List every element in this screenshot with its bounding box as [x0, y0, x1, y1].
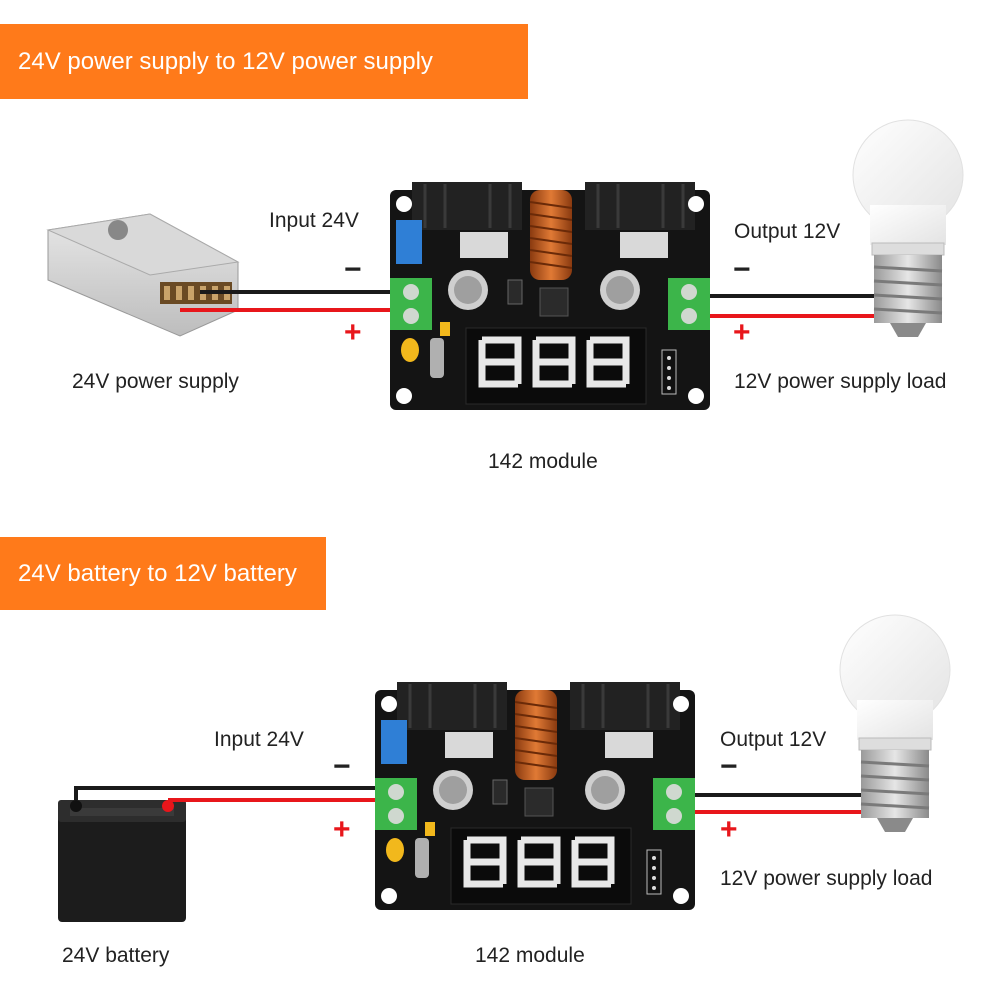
section2-artwork [58, 613, 952, 922]
output-voltage-label: Output 12V [734, 220, 841, 243]
section1-artwork [46, 118, 965, 410]
section1-banner: 24V power supply to 12V power supply [0, 24, 528, 99]
output-positive-sign: + [733, 316, 751, 349]
input-positive-sign: + [344, 316, 362, 349]
light-bulb-2 [838, 613, 952, 834]
input-voltage-label-2: Input 24V [214, 728, 304, 751]
load-label-2: 12V power supply load [720, 867, 933, 890]
battery [58, 800, 186, 922]
source-label: 24V power supply [72, 370, 239, 393]
output-voltage-label-2: Output 12V [720, 728, 827, 751]
input-voltage-label: Input 24V [269, 209, 359, 232]
load-label: 12V power supply load [734, 370, 947, 393]
output-negative-sign: − [733, 253, 751, 286]
input-negative-sign: − [344, 253, 362, 286]
section2-banner: 24V battery to 12V battery [0, 537, 326, 610]
input-negative-sign-2: − [333, 750, 351, 783]
module-label: 142 module [488, 450, 598, 473]
input-positive-sign-2: + [333, 813, 351, 846]
source-label-2: 24V battery [62, 944, 170, 967]
output-positive-sign-2: + [720, 813, 738, 846]
light-bulb [851, 118, 965, 339]
buck-module [390, 182, 710, 410]
output-negative-sign-2: − [720, 750, 738, 783]
buck-module-2 [375, 682, 695, 910]
power-supply-unit [46, 213, 240, 337]
module-label-2: 142 module [475, 944, 585, 967]
negative-wire-input-2 [74, 786, 375, 800]
